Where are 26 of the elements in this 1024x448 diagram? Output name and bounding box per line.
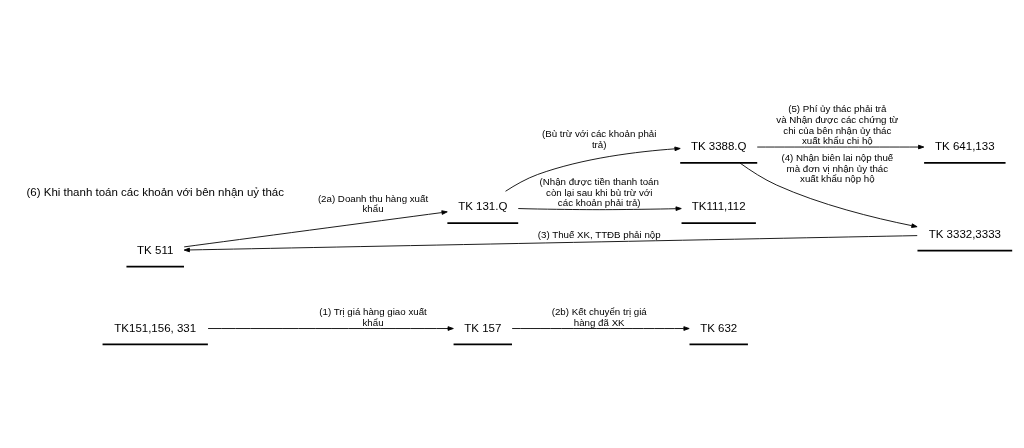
edge-label: (2a) Doanh thu hàng xuất khẩu xyxy=(317,192,429,214)
arrow xyxy=(517,205,682,211)
node-text: TK 641,133 xyxy=(935,139,995,152)
node-text: TK111,112 xyxy=(691,199,746,212)
node-text: TK 632 xyxy=(700,321,738,334)
arrow xyxy=(207,325,454,331)
node-text: TK 3332,3333 xyxy=(928,227,1001,240)
edge-label: (2b) Kết chuyển trị giá hàng đã XK xyxy=(551,305,647,328)
node-text: TK 157 xyxy=(464,321,502,334)
edge-label: (Bù trừ với các khoản phải trả) xyxy=(541,127,657,150)
edge-label: (4) Nhận biên lai nộp thuế mà đơn vị nhận ủy thác xuất khẩu nộp hộ xyxy=(781,151,894,184)
node-text: TK 511 xyxy=(137,243,174,256)
node-text: TK 131.Q xyxy=(458,199,508,212)
node-text: TK151,156, 331 xyxy=(114,321,197,334)
arrow xyxy=(739,162,918,228)
arrow xyxy=(183,234,918,252)
arrow xyxy=(505,146,681,192)
node-text: TK 3388.Q xyxy=(690,139,747,152)
edge-label: (Nhận được tiền thanh toán còn lại sau khi bù trừ với các khoản phải trả) xyxy=(539,175,659,208)
edge-label: (1) Trị giá hàng giao xuất khẩu xyxy=(319,305,427,328)
arrow xyxy=(756,144,925,149)
label: (6) Khi thanh toán các khoản với bên nhận uỷ thác xyxy=(26,185,284,198)
edge-label: (5) Phí ủy thác phải trả và Nhận được các chứng từ chi của bên nhận ủy thác xuất khẩu chi hộ xyxy=(776,102,899,146)
arrow xyxy=(183,209,448,247)
edge-label: (3) Thuế XK, TTĐB phải nộp xyxy=(537,228,661,240)
arrow xyxy=(511,325,690,331)
